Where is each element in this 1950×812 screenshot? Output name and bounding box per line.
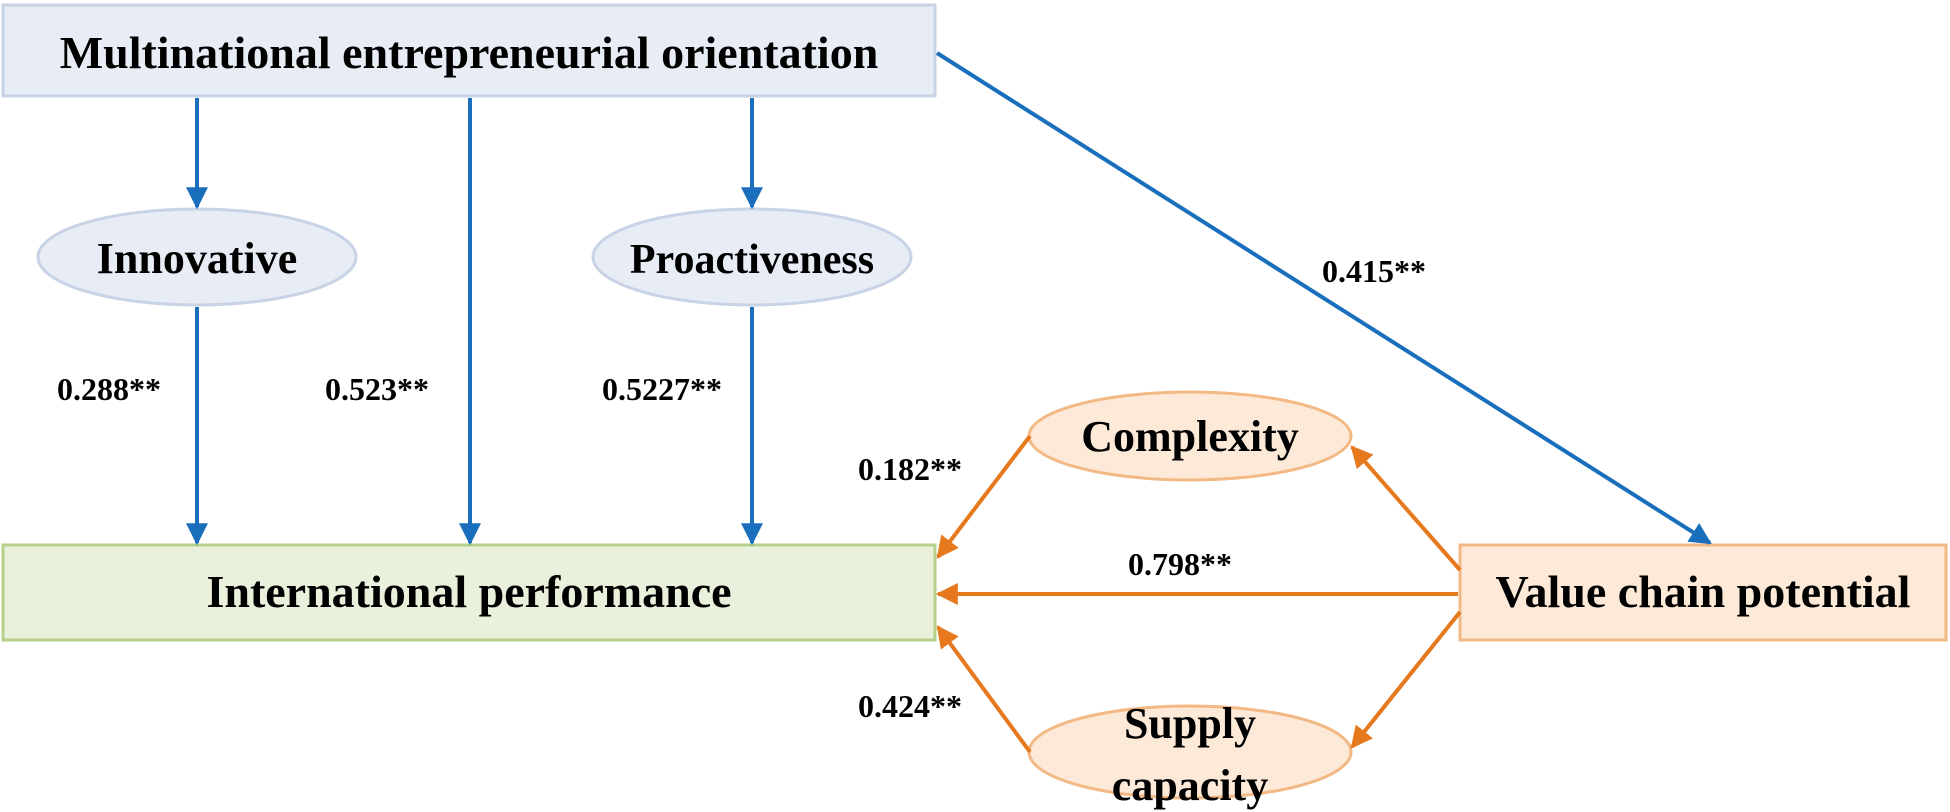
coef-innovative-to-ip: 0.288** bbox=[57, 371, 161, 407]
arrow-vcp-to-complexity bbox=[1350, 445, 1462, 572]
arrow-complexity-to-ip bbox=[936, 434, 1032, 559]
coef-proactiveness-to-ip: 0.5227** bbox=[602, 371, 722, 407]
value-chain-potential-node: Value chain potential bbox=[1458, 543, 1948, 642]
coef-complexity-to-ip: 0.182** bbox=[858, 451, 962, 487]
arrow-meo-to-vcp bbox=[935, 51, 1712, 545]
supply-capacity-node: Supply capacity bbox=[1027, 699, 1353, 810]
arrow-vcp-to-supply bbox=[1350, 610, 1462, 749]
coef-vcp-to-ip: 0.798** bbox=[1128, 546, 1232, 582]
proactiveness-label: Proactiveness bbox=[630, 237, 874, 283]
coef-meo-to-ip: 0.523** bbox=[325, 371, 429, 407]
international-performance-box bbox=[1, 543, 937, 642]
coef-meo-to-vcp: 0.415** bbox=[1322, 253, 1426, 289]
supply-capacity-label-line1: Supply bbox=[1124, 699, 1256, 748]
innovative-label: Innovative bbox=[97, 234, 297, 283]
complexity-node: Complexity bbox=[1027, 390, 1353, 482]
value-chain-potential-box bbox=[1458, 543, 1948, 642]
complexity-label: Complexity bbox=[1081, 412, 1299, 461]
supply-capacity-label-line2: capacity bbox=[1112, 761, 1268, 810]
meo-label: Multinational entrepreneurial orientatio… bbox=[60, 27, 879, 78]
proactiveness-node: Proactiveness bbox=[591, 207, 913, 307]
innovative-node: Innovative bbox=[36, 207, 358, 307]
arrow-supply-to-ip bbox=[936, 625, 1032, 754]
international-performance-node: International performance bbox=[1, 543, 937, 642]
international-performance-label: International performance bbox=[206, 566, 731, 617]
value-chain-potential-label: Value chain potential bbox=[1496, 566, 1911, 617]
meo-box bbox=[1, 3, 937, 98]
meo-node: Multinational entrepreneurial orientatio… bbox=[1, 3, 937, 98]
coef-supply-to-ip: 0.424** bbox=[858, 688, 962, 724]
